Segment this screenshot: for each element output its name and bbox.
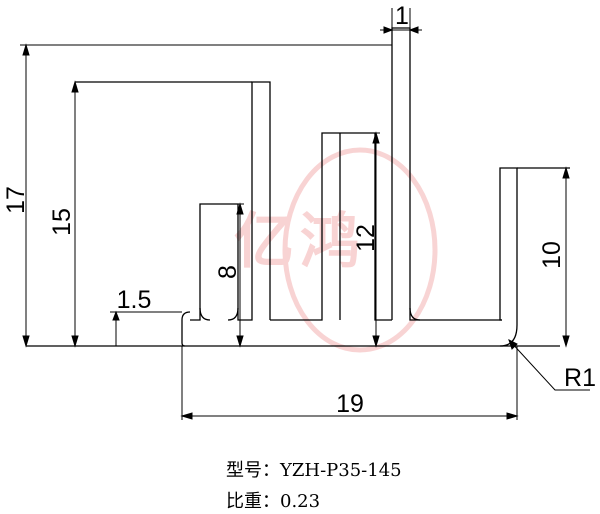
watermark-text: 亿鸿 [234,207,366,277]
watermark-logo: 亿鸿 [234,147,438,353]
dim-fin-height-middle: 12 [352,224,380,252]
fin-right-outline [499,167,518,347]
dim-fin-height-right: 10 [538,241,566,269]
ratio-label: 比重： [226,491,280,512]
ratio-caption: 比重：0.23 [226,487,320,513]
fin-middle-outline [270,132,392,321]
dim-base-thickness: 1.5 [117,286,152,314]
model-caption: 型号：YZH-P35-145 [226,456,402,482]
dim-wall-thickness: 1 [395,2,409,30]
dim-overall-height: 17 [2,186,30,214]
dim-fin-height-short: 8 [214,265,242,279]
model-value: YZH-P35-145 [280,460,402,481]
watermark-ring [282,147,438,353]
fin-short-outline [190,81,271,321]
dim-fillet-radius: R1 [564,364,596,392]
dim-fin-height-left: 15 [48,208,76,236]
dimension-lines [20,8,590,420]
dim-base-width: 19 [336,390,364,418]
profile-outline [26,27,570,347]
model-label: 型号： [226,460,280,481]
ratio-value: 0.23 [280,491,321,512]
